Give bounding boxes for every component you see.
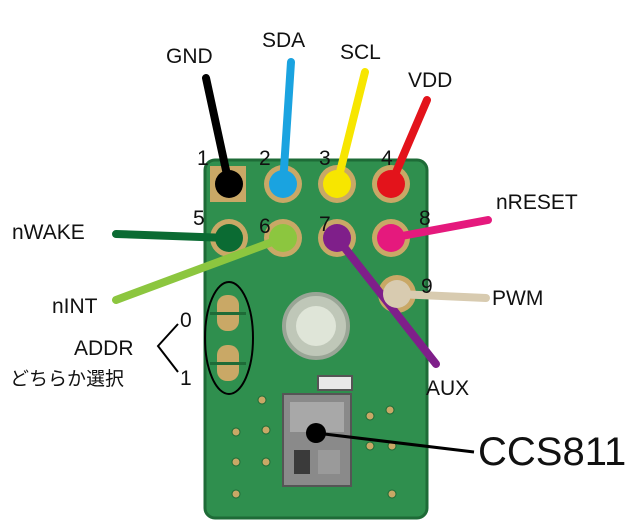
ccs811-leader xyxy=(315,431,475,454)
pin-number-4: 4 xyxy=(381,147,393,170)
pcb-vias xyxy=(231,395,397,499)
pin-label-aux: AUX xyxy=(426,377,470,400)
pin-dot-scl xyxy=(323,170,351,198)
pin-dot-vdd xyxy=(377,170,405,198)
pin-wires xyxy=(112,58,492,368)
addr-bracket xyxy=(156,323,179,373)
addr-select-note: どちらか選択 xyxy=(10,368,125,390)
pin-label-scl: SCL xyxy=(340,41,381,64)
addr-jumper-pads xyxy=(210,295,246,381)
pin-dot-gnd xyxy=(215,170,243,198)
wire-pwm xyxy=(393,290,490,302)
pin-dot-nwake xyxy=(215,224,243,252)
chip-label: CCS811 xyxy=(478,430,627,474)
pin-label-pwm: PWM xyxy=(492,287,544,310)
pin-label-gnd: GND xyxy=(166,45,213,68)
pin-dot-sda xyxy=(269,170,297,198)
pin-dot-aux xyxy=(323,224,351,252)
pin-dots xyxy=(215,170,411,308)
pin-label-nreset: nRESET xyxy=(496,191,578,214)
pin-label-nint: nINT xyxy=(52,295,98,318)
wire-nreset xyxy=(387,216,492,242)
wire-sda xyxy=(279,58,295,188)
smd-component xyxy=(317,375,353,391)
addr-selection-ellipse xyxy=(204,281,254,395)
wire-vdd xyxy=(387,96,431,188)
pin-label-nwake: nWAKE xyxy=(12,221,85,244)
pin-number-9: 9 xyxy=(421,275,433,298)
wire-nint xyxy=(112,234,287,304)
addr-option-0: 0 xyxy=(180,309,192,332)
wire-nwake xyxy=(112,230,233,242)
pin-dot-pwm xyxy=(383,280,411,308)
pin-label-vdd: VDD xyxy=(408,69,453,92)
pin-number-2: 2 xyxy=(259,147,271,170)
wire-scl xyxy=(333,68,369,188)
pin-number-1: 1 xyxy=(197,147,209,170)
pin-dot-nint xyxy=(269,224,297,252)
pin-number-3: 3 xyxy=(319,147,331,170)
pin-number-6: 6 xyxy=(259,215,271,238)
addr-label: ADDR xyxy=(74,337,134,360)
addr-option-1: 1 xyxy=(180,367,192,390)
pin-dot-nreset xyxy=(377,224,405,252)
pin-number-5: 5 xyxy=(193,207,205,230)
pin-number-8: 8 xyxy=(419,207,431,230)
wire-gnd xyxy=(202,74,233,188)
pin-number-7: 7 xyxy=(319,213,331,236)
pin-label-sda: SDA xyxy=(262,29,306,52)
